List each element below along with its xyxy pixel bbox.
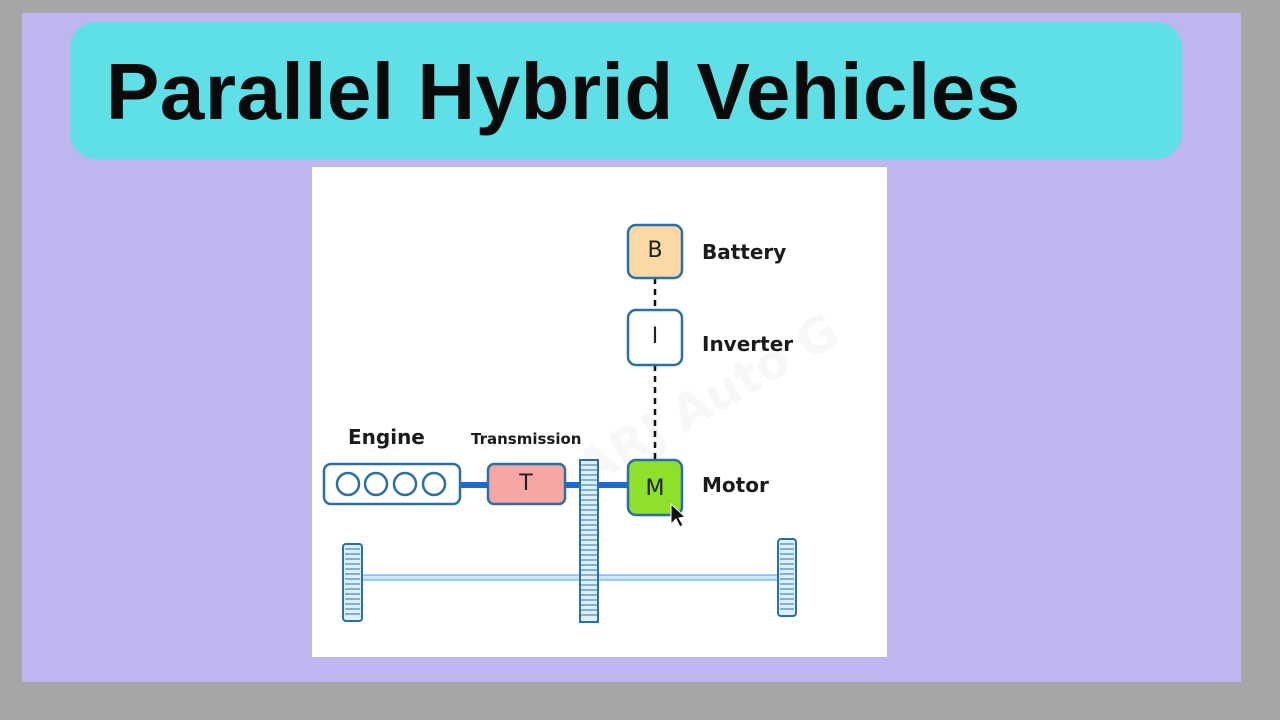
right-wheel xyxy=(777,538,797,617)
left-wheel xyxy=(342,543,363,622)
page-title: Parallel Hybrid Vehicles xyxy=(106,47,1021,136)
engine-shaft xyxy=(460,482,488,488)
engine-block xyxy=(322,462,462,506)
inverter-box xyxy=(626,308,684,367)
diagram-canvas xyxy=(322,223,797,623)
hybrid-diagram: ARJ Auto G xyxy=(312,167,887,657)
gear-column xyxy=(579,459,599,623)
transmission-box xyxy=(486,462,567,506)
motor-letter: M xyxy=(645,476,665,501)
transmission-label: Transmission xyxy=(471,430,582,448)
engine-label: Engine xyxy=(348,425,425,449)
motor-box xyxy=(626,458,684,517)
inverter-label: Inverter xyxy=(702,332,794,356)
motor-shaft xyxy=(598,482,628,488)
inverter-letter: I xyxy=(651,324,659,349)
battery-letter: B xyxy=(647,238,663,263)
engine-cylinder-1 xyxy=(335,471,361,497)
engine-cylinder-4 xyxy=(421,471,447,497)
motor-label: Motor xyxy=(702,473,769,497)
mouse-cursor-icon xyxy=(670,502,687,528)
battery-box xyxy=(626,223,684,280)
wheel-axle xyxy=(361,574,781,581)
engine-cylinder-2 xyxy=(363,471,389,497)
title-banner: Parallel Hybrid Vehicles xyxy=(70,22,1182,159)
engine-cylinder-3 xyxy=(392,471,418,497)
transmission-letter: T xyxy=(519,471,533,496)
battery-label: Battery xyxy=(702,240,787,264)
transmission-shaft xyxy=(565,482,581,488)
